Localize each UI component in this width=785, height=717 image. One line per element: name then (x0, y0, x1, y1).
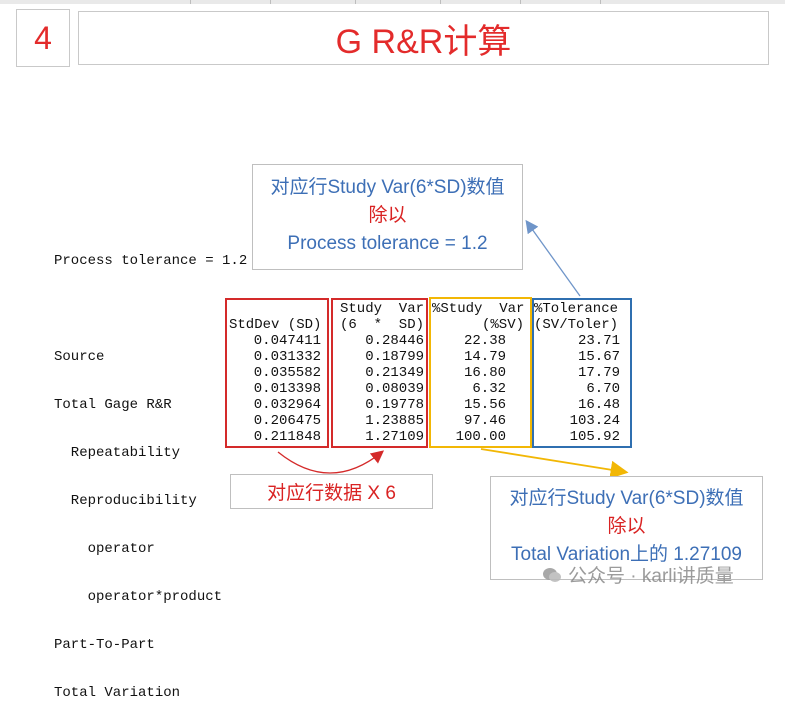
callout-bottom-line2: 除以 (607, 516, 646, 537)
callout-top: 对应行Study Var(6*SD)数值 除以 Process toleranc… (252, 164, 523, 270)
stddev-value: 0.032964 (253, 397, 321, 413)
table-row-label: Part-To-Part (54, 637, 155, 653)
pct-tolerance-value: 15.67 (577, 349, 620, 365)
stddev-value: 0.211848 (253, 429, 321, 445)
table-row-label: operator (54, 541, 155, 557)
studyvar-value: 0.19778 (365, 397, 424, 413)
studyvar-header-line1: Study Var (339, 301, 424, 317)
stddev-value: 0.031332 (253, 349, 321, 365)
callout-bottom-line3: Total Variation上的 1.27109 (511, 544, 742, 565)
callout-bottom: 对应行Study Var(6*SD)数值 除以 Total Variation上… (490, 476, 763, 580)
studyvar-header-line2: (6 * SD) (339, 317, 424, 333)
stddev-value: 0.047411 (253, 333, 321, 349)
table-row-label: Repeatability (54, 445, 181, 461)
table-row-label: Reproducibility (54, 493, 197, 509)
table-row-label: Total Variation (54, 685, 181, 701)
pct-studyvar-header-line1: %Study Var (432, 301, 525, 317)
callout-bottom-line1: 对应行Study Var(6*SD)数值 (509, 488, 744, 509)
arrow-times-six (277, 450, 385, 474)
pct-studyvar-value: 6.32 (472, 381, 506, 397)
table-row-label: Total Gage R&R (54, 397, 172, 413)
pct-tolerance-value: 23.71 (577, 333, 620, 349)
pct-studyvar-header-line2: (%SV) (481, 317, 524, 333)
pct-tolerance-value: 105.92 (569, 429, 620, 445)
wechat-icon (543, 567, 561, 582)
callout-top-line2: 除以 (368, 205, 407, 226)
stddev-value: 0.013398 (253, 381, 321, 397)
pct-studyvar-value: 97.46 (463, 413, 506, 429)
slide-title: G R&R计算 (78, 11, 769, 65)
pct-studyvar-value: 100.00 (455, 429, 506, 445)
pct-tolerance-header-line1: %Tolerance (534, 301, 619, 317)
pct-studyvar-value: 16.80 (463, 365, 506, 381)
watermark: 公众号 · karli讲质量 (542, 561, 734, 588)
watermark-text: 公众号 · karli讲质量 (568, 566, 734, 587)
pct-tolerance-highlight-frame (532, 298, 632, 448)
slide-number: 4 (16, 9, 70, 67)
annotation-arrows (277, 219, 629, 479)
pct-tolerance-value: 16.48 (577, 397, 620, 413)
callout-top-line1: 对应行Study Var(6*SD)数值 (270, 177, 505, 198)
stddev-value: 0.206475 (253, 413, 321, 429)
pct-tolerance-value: 6.70 (586, 381, 620, 397)
multiply-note: 对应行数据 X 6 (230, 474, 433, 509)
pct-tolerance-value: 103.24 (569, 413, 620, 429)
top-strip (0, 0, 785, 4)
pct-studyvar-value: 22.38 (463, 333, 506, 349)
studyvar-value: 1.23885 (365, 413, 424, 429)
stddev-header: StdDev (SD) (229, 317, 322, 333)
stddev-value: 0.035582 (253, 365, 321, 381)
pct-studyvar-column: %Study Var (%SV) 22.38 14.79 16.80 6.32 … (432, 301, 524, 445)
process-tolerance-text: Process tolerance = 1.2 (54, 253, 248, 269)
stddev-highlight-frame (225, 298, 329, 448)
studyvar-value: 0.28446 (365, 333, 424, 349)
arrow-to-top-callout (525, 219, 581, 297)
studyvar-value: 0.18799 (365, 349, 424, 365)
pct-tolerance-value: 17.79 (577, 365, 620, 381)
studyvar-column: Study Var (6 * SD) 0.28446 0.18799 0.213… (333, 301, 424, 445)
studyvar-highlight-frame (331, 298, 428, 448)
pct-studyvar-value: 14.79 (463, 349, 506, 365)
callout-top-line3: Process tolerance = 1.2 (287, 233, 488, 254)
pct-tolerance-column: %Tolerance (SV/Toler) 23.71 15.67 17.79 … (534, 301, 626, 445)
pct-tolerance-header-line2: (SV/Toler) (534, 317, 619, 333)
stddev-column: StdDev (SD) 0.047411 0.031332 0.035582 0… (229, 317, 321, 445)
studyvar-value: 0.21349 (365, 365, 424, 381)
studyvar-value: 0.08039 (365, 381, 424, 397)
pct-studyvar-highlight-frame (429, 297, 532, 448)
pct-studyvar-value: 15.56 (463, 397, 506, 413)
arrow-to-bottom-callout (480, 448, 629, 479)
studyvar-value: 1.27109 (365, 429, 424, 445)
source-header: Source (54, 349, 105, 365)
